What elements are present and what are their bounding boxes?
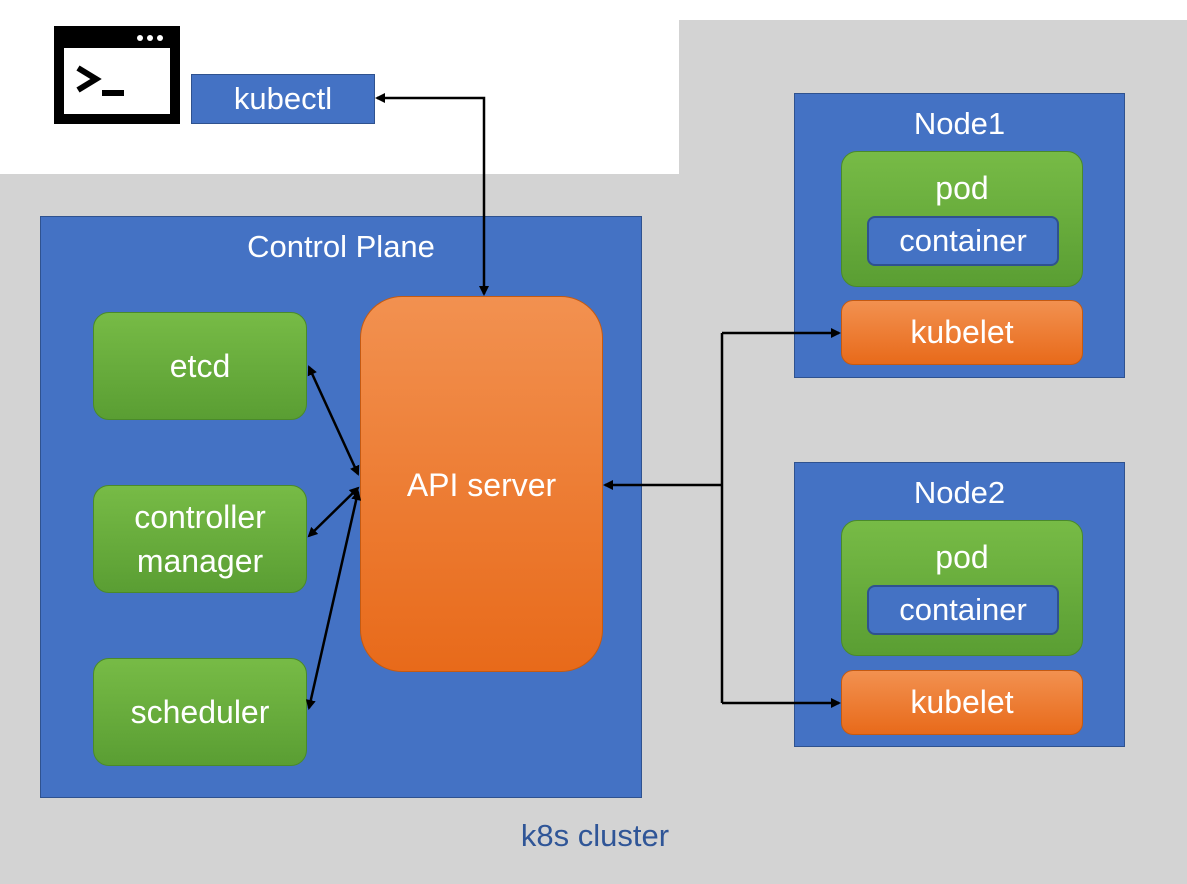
node2-kubelet-label: kubelet [910, 684, 1014, 720]
etcd-api-arrow [307, 365, 360, 476]
node1-kubelet-box[interactable]: kubelet [841, 300, 1083, 365]
node2-title: Node2 [913, 475, 1006, 510]
etcd-label: etcd [169, 348, 231, 384]
kubectl-label: kubectl [233, 81, 333, 116]
node2-container-label: container [899, 592, 1027, 627]
kubectl-api-arrow [375, 93, 489, 296]
node1-title: Node1 [913, 106, 1006, 141]
kubectl-box[interactable]: kubectl [191, 74, 375, 124]
etcd-box[interactable]: etcd [93, 312, 307, 420]
terminal-icon [54, 26, 180, 124]
node1-kubelet-label: kubelet [910, 314, 1014, 350]
controller-manager-label-line1: controller [134, 499, 266, 535]
scheduler-label: scheduler [130, 694, 270, 730]
node2-kubelet-box[interactable]: kubelet [841, 670, 1083, 735]
api-server-box[interactable]: API server [360, 296, 603, 672]
scheduler-box[interactable]: scheduler [93, 658, 307, 766]
cluster-label: k8s cluster [520, 818, 670, 853]
node1-container-label: container [899, 223, 1027, 258]
controller-manager-label-line2: manager [136, 543, 264, 579]
node1-pod-label: pod [935, 170, 989, 206]
node2-pod-label: pod [935, 539, 989, 575]
scheduler-api-arrow [305, 490, 362, 710]
controller-manager-box[interactable]: controller manager [93, 485, 307, 593]
api-server-label: API server [406, 467, 557, 503]
node2-container-box[interactable]: container [867, 585, 1059, 635]
node1-container-box[interactable]: container [867, 216, 1059, 266]
